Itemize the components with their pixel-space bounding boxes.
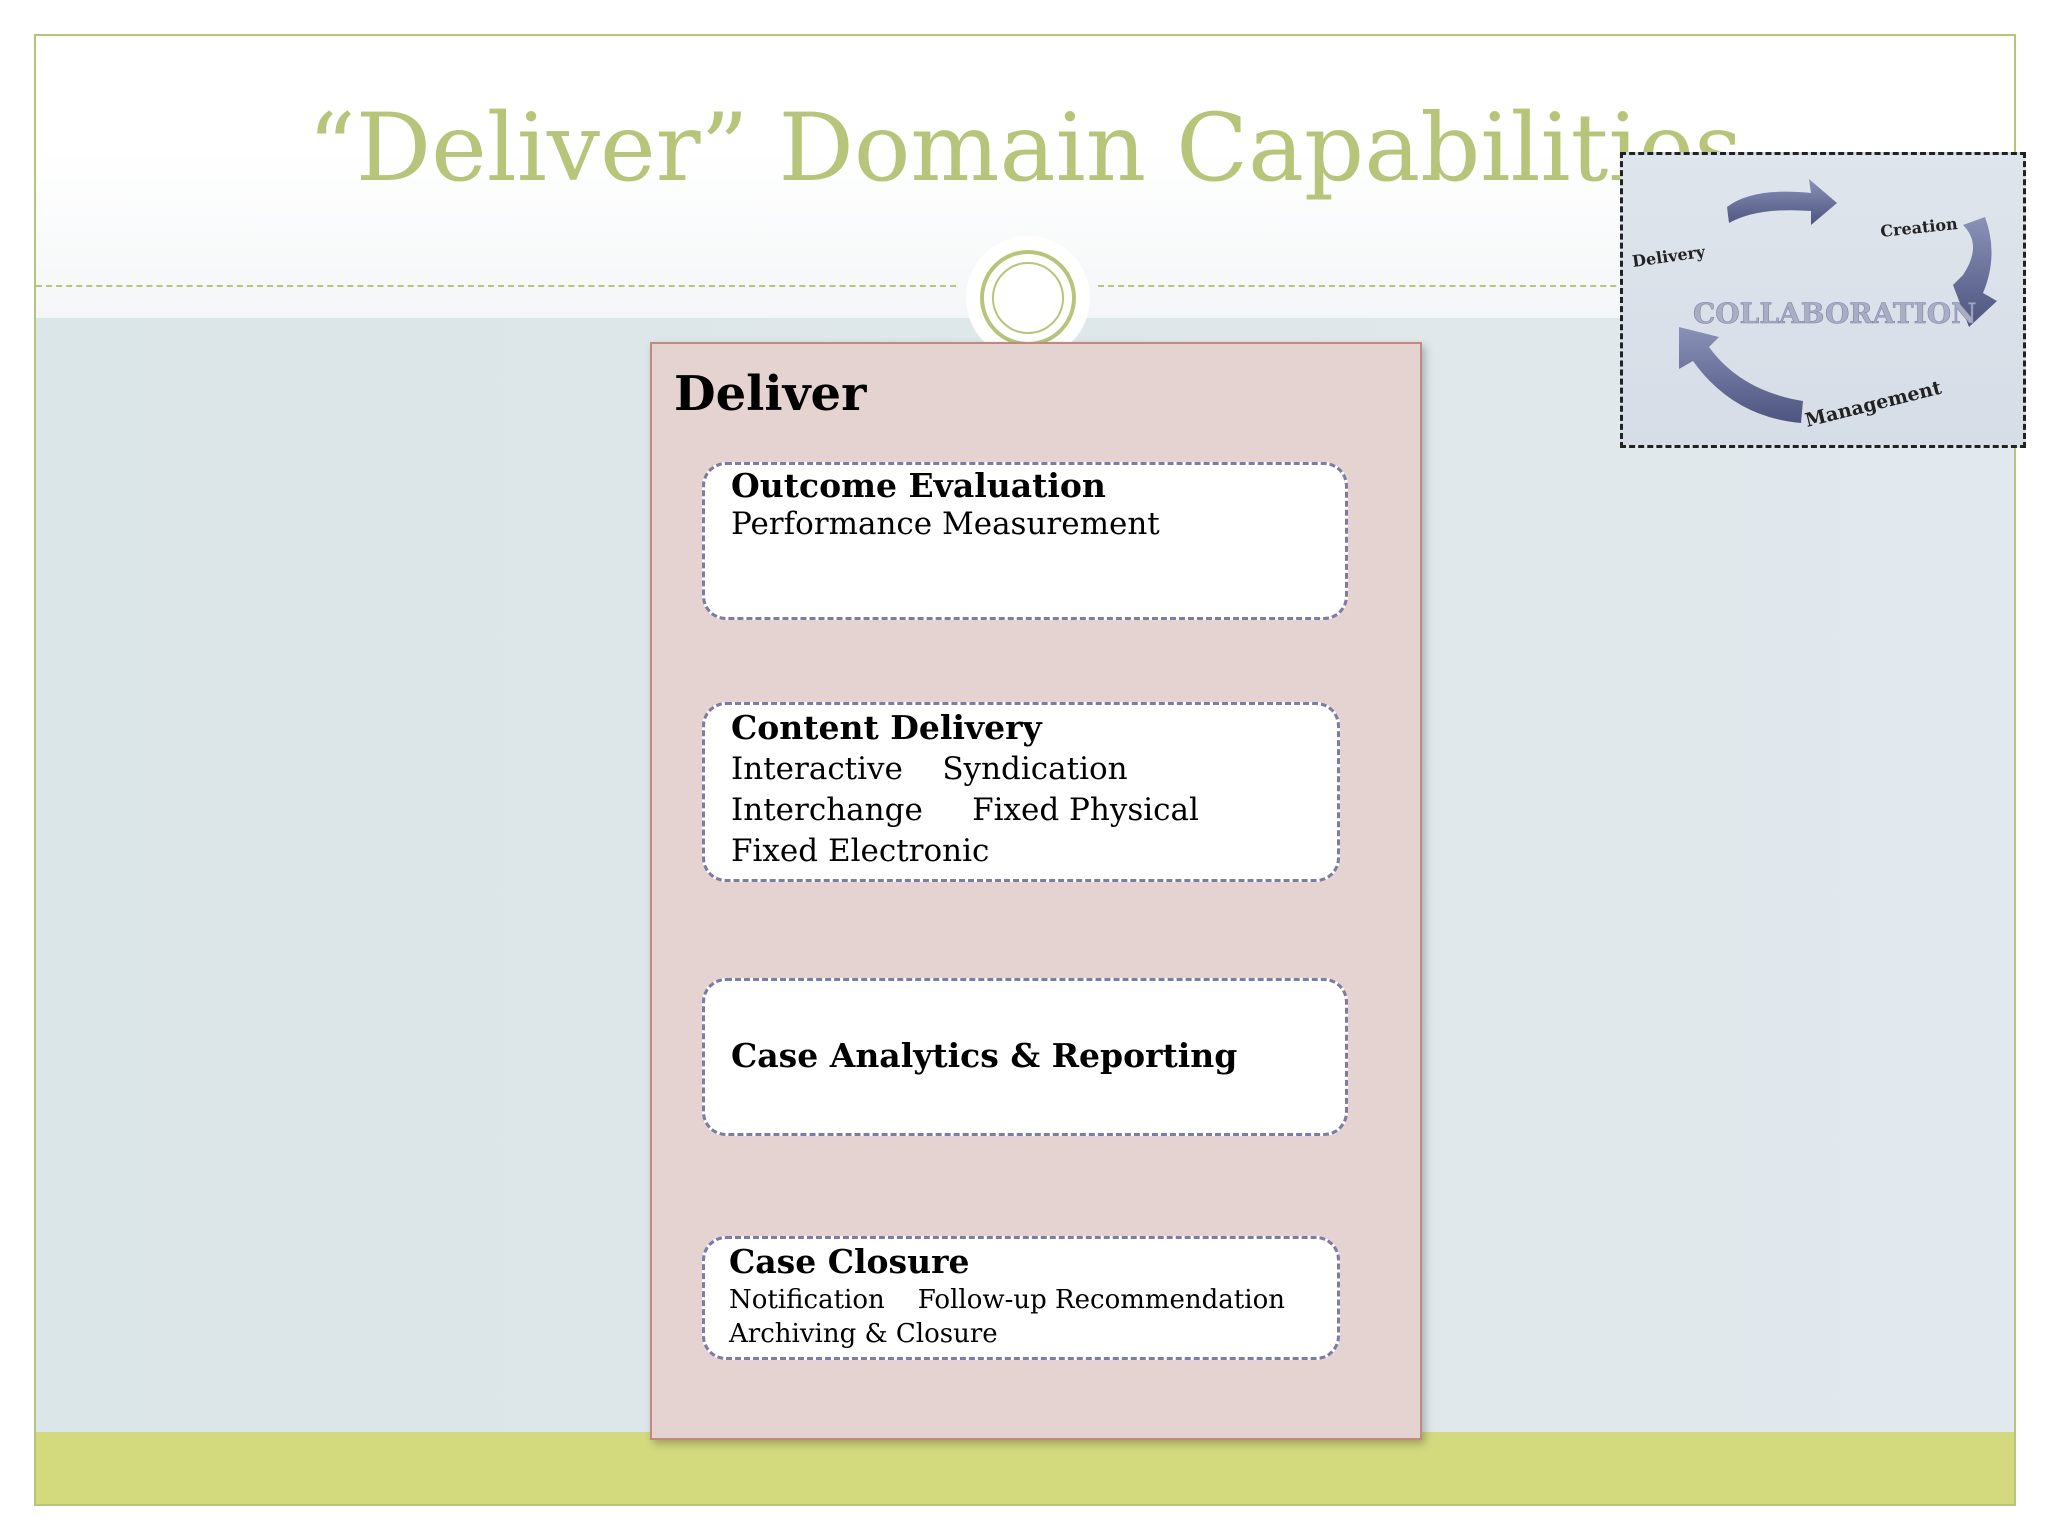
collaboration-cycle-graphic: COLLABORATION Delivery Creation Manageme… <box>1620 152 2026 448</box>
cycle-arrow-right <box>1953 217 1997 327</box>
capability-line: Notification Follow-up Recommendation <box>729 1285 1285 1315</box>
ring-inner <box>992 262 1064 334</box>
cycle-arrow-top <box>1727 179 1837 225</box>
cycle-center-label: COLLABORATION <box>1693 297 1977 330</box>
deliver-panel: Deliver Outcome Evaluation Performance M… <box>650 342 1422 1440</box>
divider-line-left <box>36 285 956 287</box>
capability-line: Interchange Fixed Physical <box>731 792 1199 828</box>
cycle-label-management: Management <box>1803 377 1944 432</box>
capability-box-case-closure: Case Closure Notification Follow-up Reco… <box>702 1236 1340 1360</box>
capability-box-content-delivery: Content Delivery Interactive Syndication… <box>702 702 1340 882</box>
divider-line-right <box>1098 285 2014 287</box>
capability-line: Interactive Syndication <box>731 751 1128 787</box>
ring-outer <box>980 250 1076 346</box>
capability-title: Case Closure <box>729 1242 970 1281</box>
cycle-arrow-bottom <box>1679 327 1803 423</box>
slide-title: “Deliver” Domain Capabilities <box>307 94 1743 203</box>
capability-line: Performance Measurement <box>731 506 1160 542</box>
capability-box-outcome-evaluation: Outcome Evaluation Performance Measureme… <box>702 462 1348 620</box>
capability-title: Content Delivery <box>731 708 1042 747</box>
capability-line: Archiving & Closure <box>729 1319 998 1349</box>
cycle-label-creation: Creation <box>1879 214 1958 241</box>
capability-title: Outcome Evaluation <box>731 466 1106 505</box>
collaboration-cycle-svg: COLLABORATION Delivery Creation Manageme… <box>1631 179 1997 432</box>
capability-box-case-analytics: Case Analytics & Reporting <box>702 978 1348 1136</box>
footer-bar <box>36 1432 2014 1504</box>
ring-ornament <box>966 236 1090 360</box>
panel-title: Deliver <box>674 366 867 422</box>
cycle-label-delivery: Delivery <box>1631 242 1707 271</box>
capability-title: Case Analytics & Reporting <box>731 1036 1238 1075</box>
capability-line: Fixed Electronic <box>731 833 990 869</box>
